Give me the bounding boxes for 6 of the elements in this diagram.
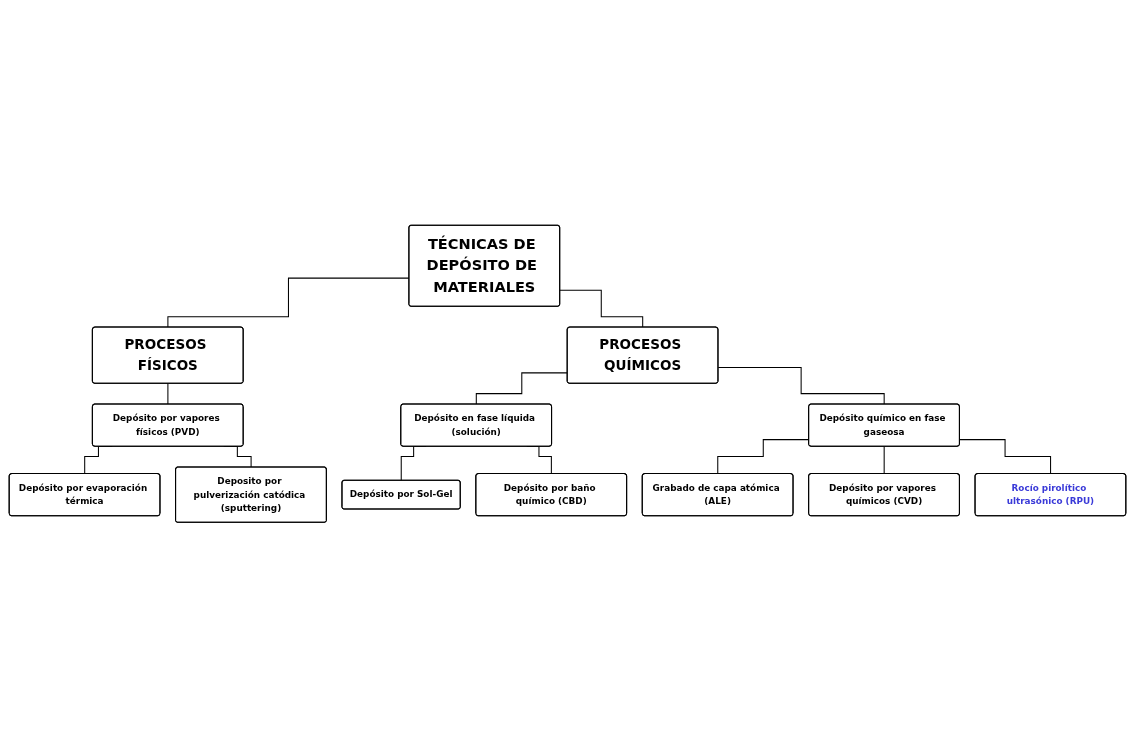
connector bbox=[559, 290, 644, 329]
connector bbox=[883, 446, 885, 475]
connector bbox=[475, 372, 568, 406]
connector bbox=[167, 383, 169, 406]
connector bbox=[717, 367, 885, 406]
connector bbox=[959, 439, 1052, 475]
